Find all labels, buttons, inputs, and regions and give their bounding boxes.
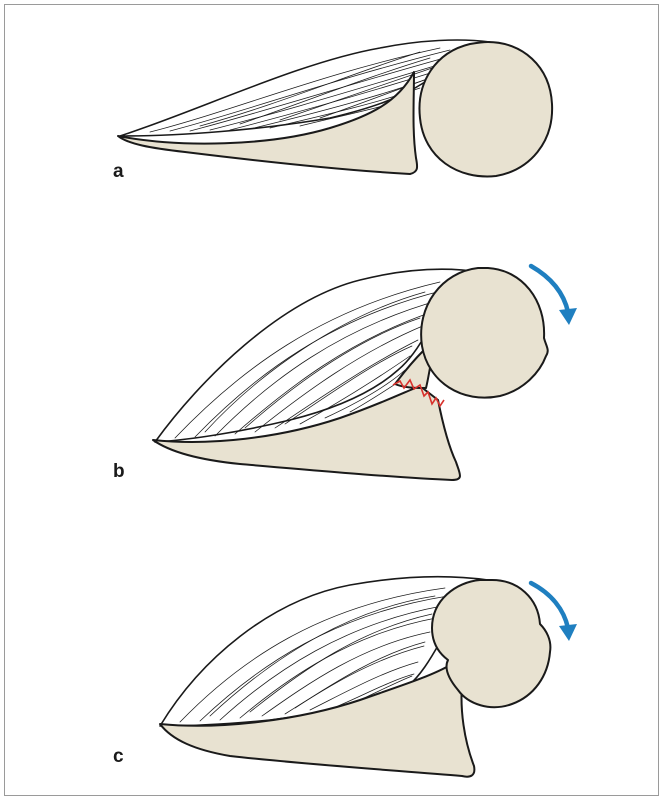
panel-c-label: c: [113, 746, 124, 767]
panel-a-humeral-head: [419, 42, 552, 176]
panel-b-label: b: [113, 461, 125, 482]
panel-b-humeral-head: [421, 268, 548, 398]
panel-a-label: a: [113, 161, 124, 182]
panel-a: a: [113, 40, 552, 182]
panel-c: c: [113, 577, 577, 777]
panel-b: b: [113, 266, 577, 482]
